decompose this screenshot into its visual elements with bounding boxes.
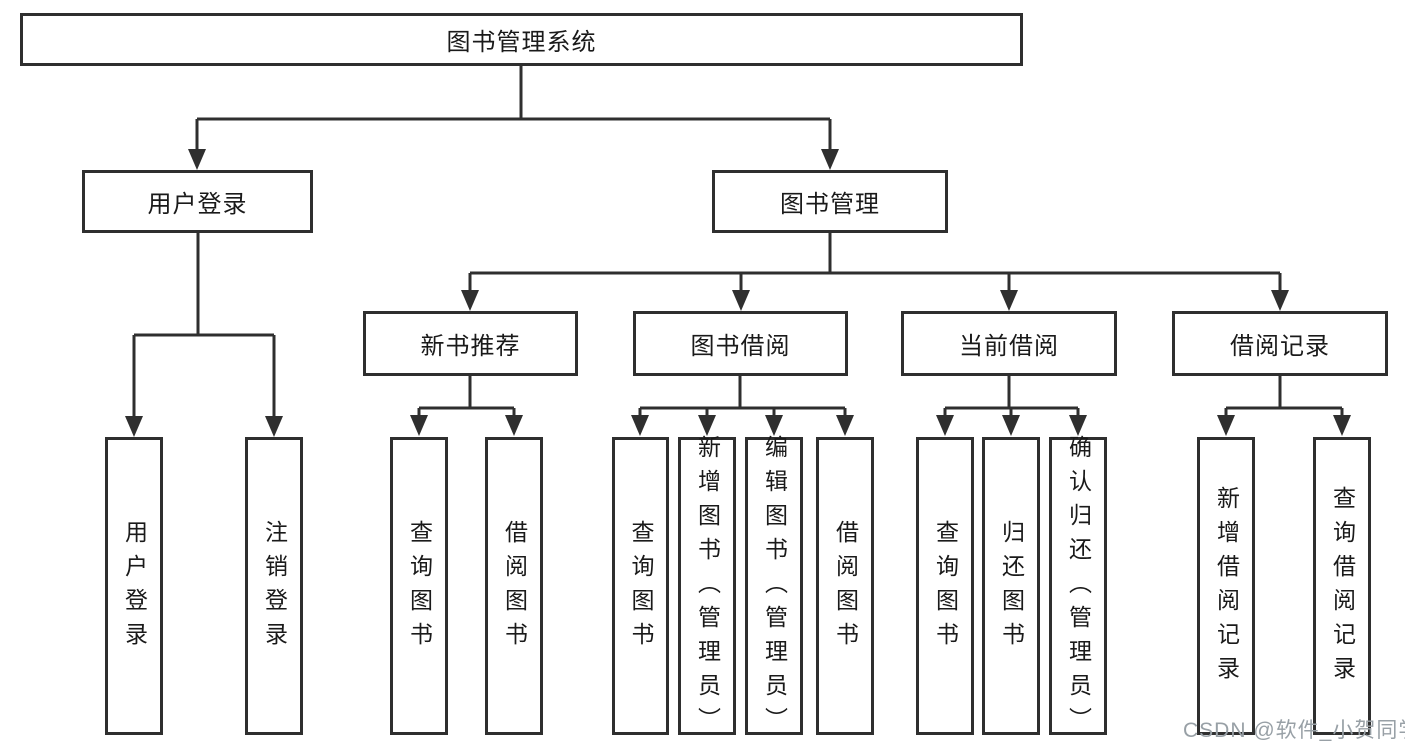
node-borrowing-records: 借阅记录 bbox=[1172, 311, 1388, 376]
leaf-borrow-books-recommend: 借阅图书 bbox=[485, 437, 543, 735]
leaf-query-books-borrow: 查询图书 bbox=[612, 437, 669, 735]
leaf-logout: 注销登录 bbox=[245, 437, 303, 735]
leaf-confirm-return-admin: 确认归还（管理员） bbox=[1049, 435, 1107, 741]
leaf-add-books-admin: 新增图书（管理员） bbox=[678, 435, 736, 741]
node-new-book-recommendation: 新书推荐 bbox=[363, 311, 578, 376]
leaf-return-books: 归还图书 bbox=[982, 437, 1040, 735]
node-book-borrowing: 图书借阅 bbox=[633, 311, 848, 376]
leaf-query-books-recommend: 查询图书 bbox=[390, 437, 448, 735]
node-library-management-system: 图书管理系统 bbox=[20, 13, 1023, 66]
leaf-add-borrow-record: 新增借阅记录 bbox=[1197, 437, 1255, 735]
leaf-query-borrow-record: 查询借阅记录 bbox=[1313, 437, 1371, 735]
node-current-borrowing: 当前借阅 bbox=[901, 311, 1117, 376]
leaf-user-login: 用户登录 bbox=[105, 437, 163, 735]
leaf-query-books-current: 查询图书 bbox=[916, 437, 974, 735]
csdn-watermark: CSDN @软件_小贺同学 bbox=[1183, 719, 1405, 742]
leaf-edit-books-admin: 编辑图书（管理员） bbox=[745, 435, 803, 741]
node-book-management: 图书管理 bbox=[712, 170, 948, 233]
node-user-login: 用户登录 bbox=[82, 170, 313, 233]
leaf-borrow-books: 借阅图书 bbox=[816, 437, 874, 735]
